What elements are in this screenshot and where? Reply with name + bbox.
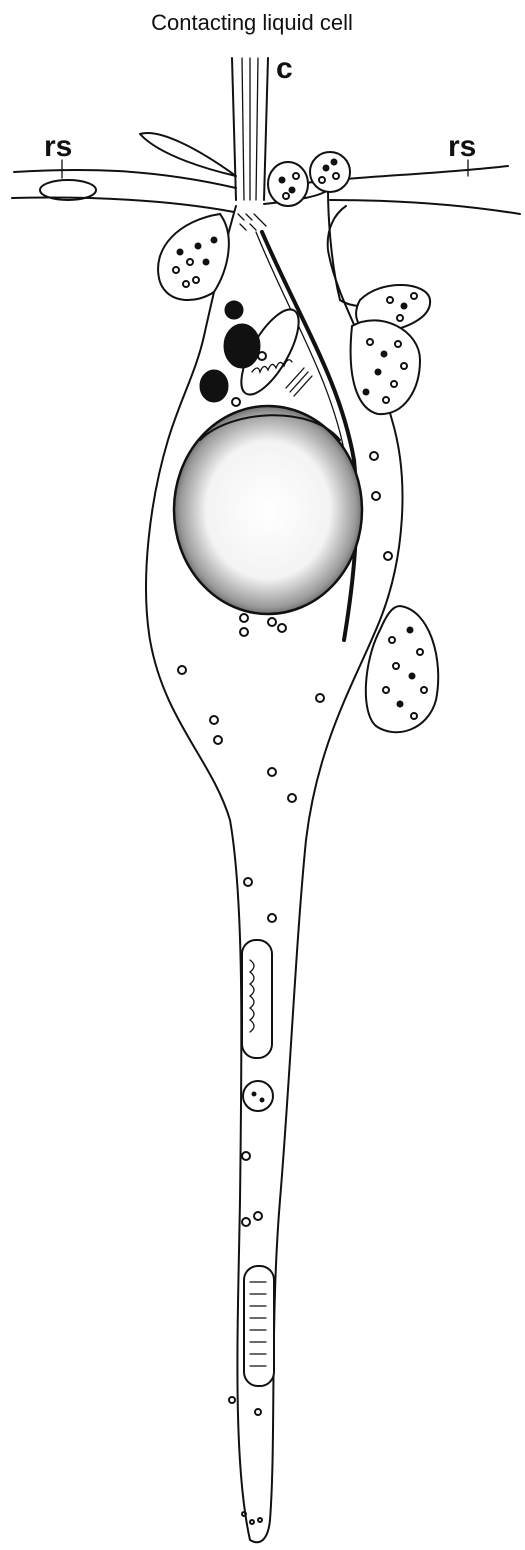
supporting-process <box>140 133 236 176</box>
terminal-right-lower <box>366 606 438 732</box>
figure-title: Contacting liquid cell <box>151 10 353 35</box>
dense-granule-large <box>224 324 260 368</box>
mitochondrion-axon <box>242 940 272 1058</box>
dense-granule <box>200 370 228 402</box>
golgi <box>286 368 312 396</box>
receptor-label-left: rs <box>44 130 72 163</box>
cilium <box>232 58 268 200</box>
mitochondrion-distal <box>244 1266 274 1386</box>
basal-body <box>238 214 266 230</box>
granular-vesicle <box>243 1081 273 1111</box>
granule <box>252 1092 256 1096</box>
receptor-label-right: rs <box>448 130 476 163</box>
granule <box>260 1098 264 1102</box>
terminal-right-middle <box>351 320 420 414</box>
dense-granule <box>225 301 243 319</box>
vesicle <box>232 398 240 406</box>
terminal-left <box>158 214 229 300</box>
receptor-process-left <box>12 170 236 212</box>
cilium-label: c <box>276 52 293 85</box>
